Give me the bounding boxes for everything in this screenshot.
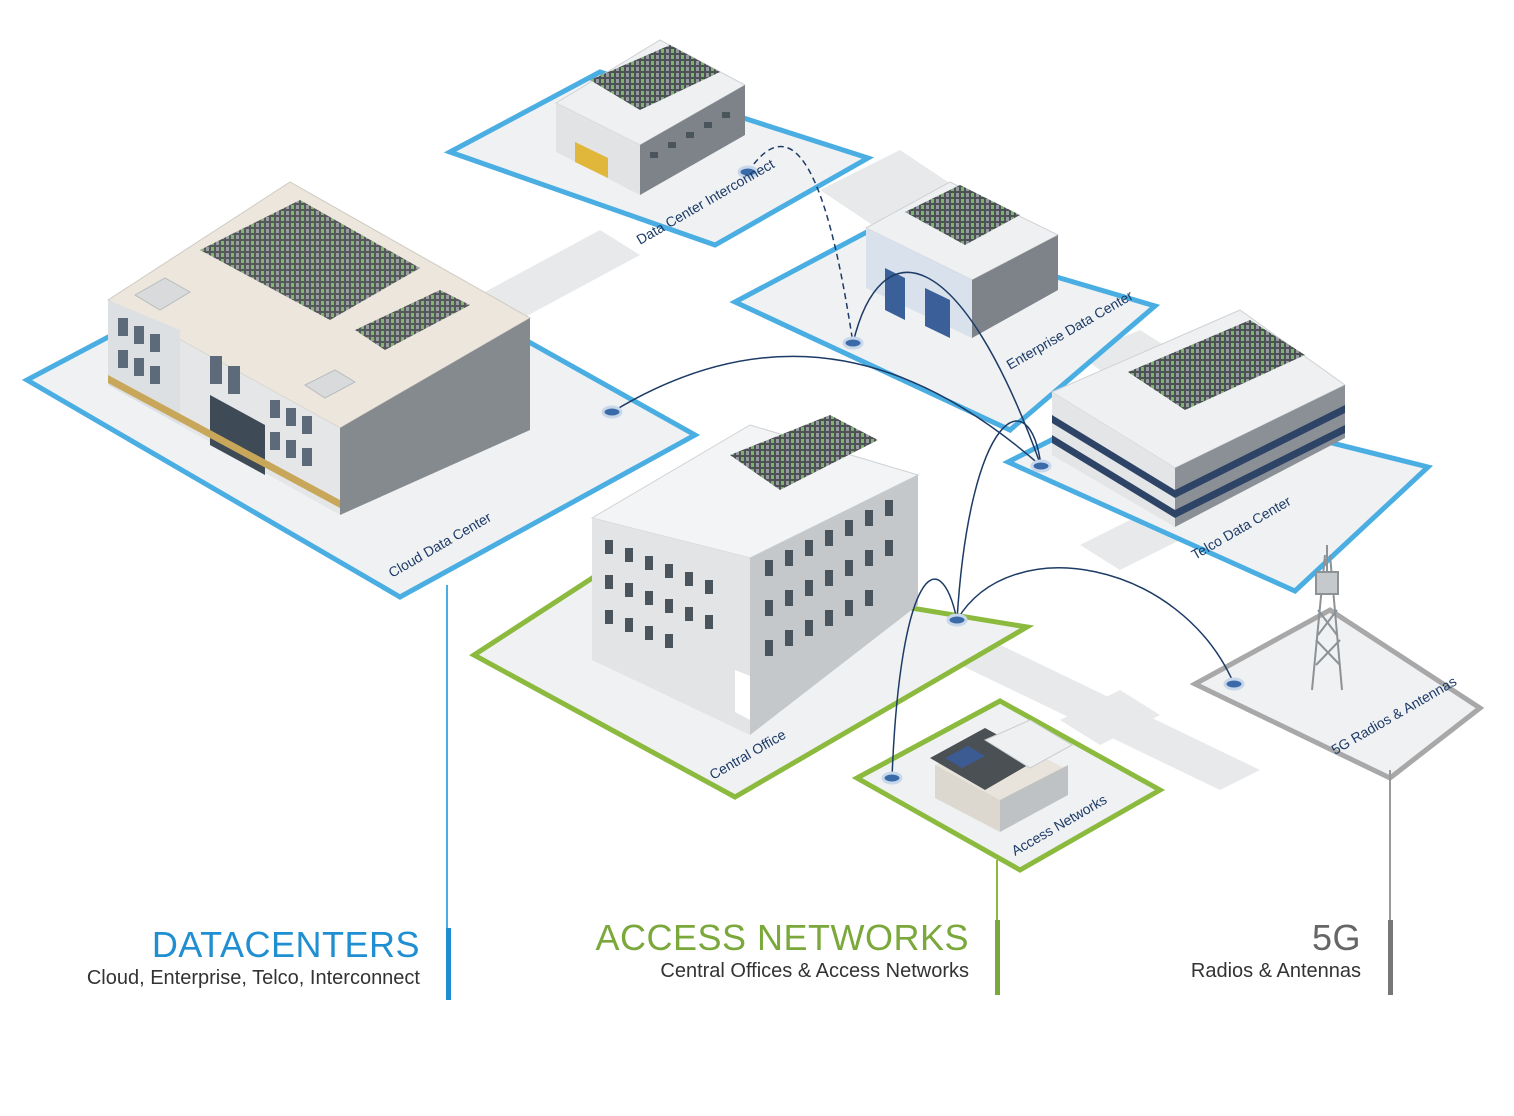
legend-access-title: ACCESS NETWORKS: [595, 917, 969, 958]
building-icon: [107, 181, 532, 515]
network-links: [611, 145, 1235, 779]
legend-access-bar: [995, 920, 1000, 995]
network-node-icon: [601, 165, 1245, 785]
legend-datacenters-subtitle: Cloud, Enterprise, Telco, Interconnect: [86, 967, 420, 989]
legend-access-subtitle: Central Offices & Access Networks: [660, 960, 969, 982]
building-icon: [864, 181, 1060, 338]
legend-5g-subtitle: Radios & Antennas: [1190, 960, 1361, 982]
legend-datacenters-bar: [446, 928, 451, 1000]
legend-access: ACCESS NETWORKS Central Offices & Access…: [595, 918, 969, 984]
legend-5g: 5G Radios & Antennas: [1191, 918, 1361, 984]
building-icon: [590, 415, 920, 735]
cell-tower-icon: [1311, 545, 1343, 691]
legend-5g-title: 5G: [1311, 917, 1361, 958]
building-icon: [1050, 309, 1346, 527]
legend-datacenters: DATACENTERS Cloud, Enterprise, Telco, In…: [87, 925, 420, 991]
platform-5g: [1189, 607, 1485, 781]
building-icon: [554, 39, 747, 195]
legend-5g-bar: [1388, 920, 1393, 995]
house-icon: [930, 719, 1074, 832]
legend-datacenters-title: DATACENTERS: [151, 924, 420, 965]
